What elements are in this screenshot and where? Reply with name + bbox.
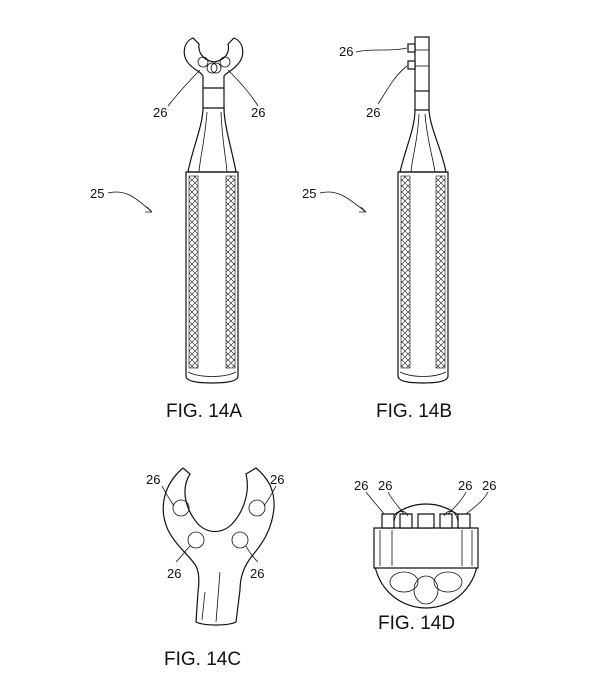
fig-14b-drawing	[319, 36, 449, 384]
fig-14c-ref-26-top-right: 26	[270, 472, 284, 487]
fig-14d-ref-26-1: 26	[354, 478, 368, 493]
fig-14a-ball-right	[219, 56, 231, 68]
fig-14a-ref-25: 25	[90, 186, 104, 201]
fig-14b-ref-26-lower: 26	[366, 105, 380, 120]
fig-14c-caption: FIG. 14C	[164, 649, 241, 670]
fig-14a-ref-26-left: 26	[153, 105, 167, 120]
fig-14b-ref-25: 25	[302, 186, 316, 201]
fig-14a-knurl-left	[188, 175, 199, 369]
fig-14a-ball-left	[197, 56, 209, 68]
fig-14c-ref-26-top-left: 26	[146, 472, 160, 487]
fig-14a-knurl-right	[225, 175, 236, 369]
fig-14c-ref-26-bottom-right: 26	[250, 566, 264, 581]
fig-14b-ref-26-top: 26	[339, 44, 353, 59]
fig-14d-caption: FIG. 14D	[378, 613, 455, 634]
fig-14c-drawing	[161, 467, 277, 626]
fig-14b-knurl-right	[435, 175, 446, 369]
fig-14d-drawing	[365, 491, 489, 609]
fig-14c-ref-26-bottom-left: 26	[167, 566, 181, 581]
fig-14d-ref-26-3: 26	[458, 478, 472, 493]
fig-14b-caption: FIG. 14B	[376, 401, 452, 422]
fig-14a-caption: FIG. 14A	[166, 401, 242, 422]
fig-14a-ref-26-right: 26	[251, 105, 265, 120]
fig-14d-ref-26-2: 26	[378, 478, 392, 493]
fig-14a-drawing	[107, 37, 259, 384]
fig-14d-ref-26-4: 26	[482, 478, 496, 493]
fig-14b-knurl-left	[400, 175, 411, 369]
